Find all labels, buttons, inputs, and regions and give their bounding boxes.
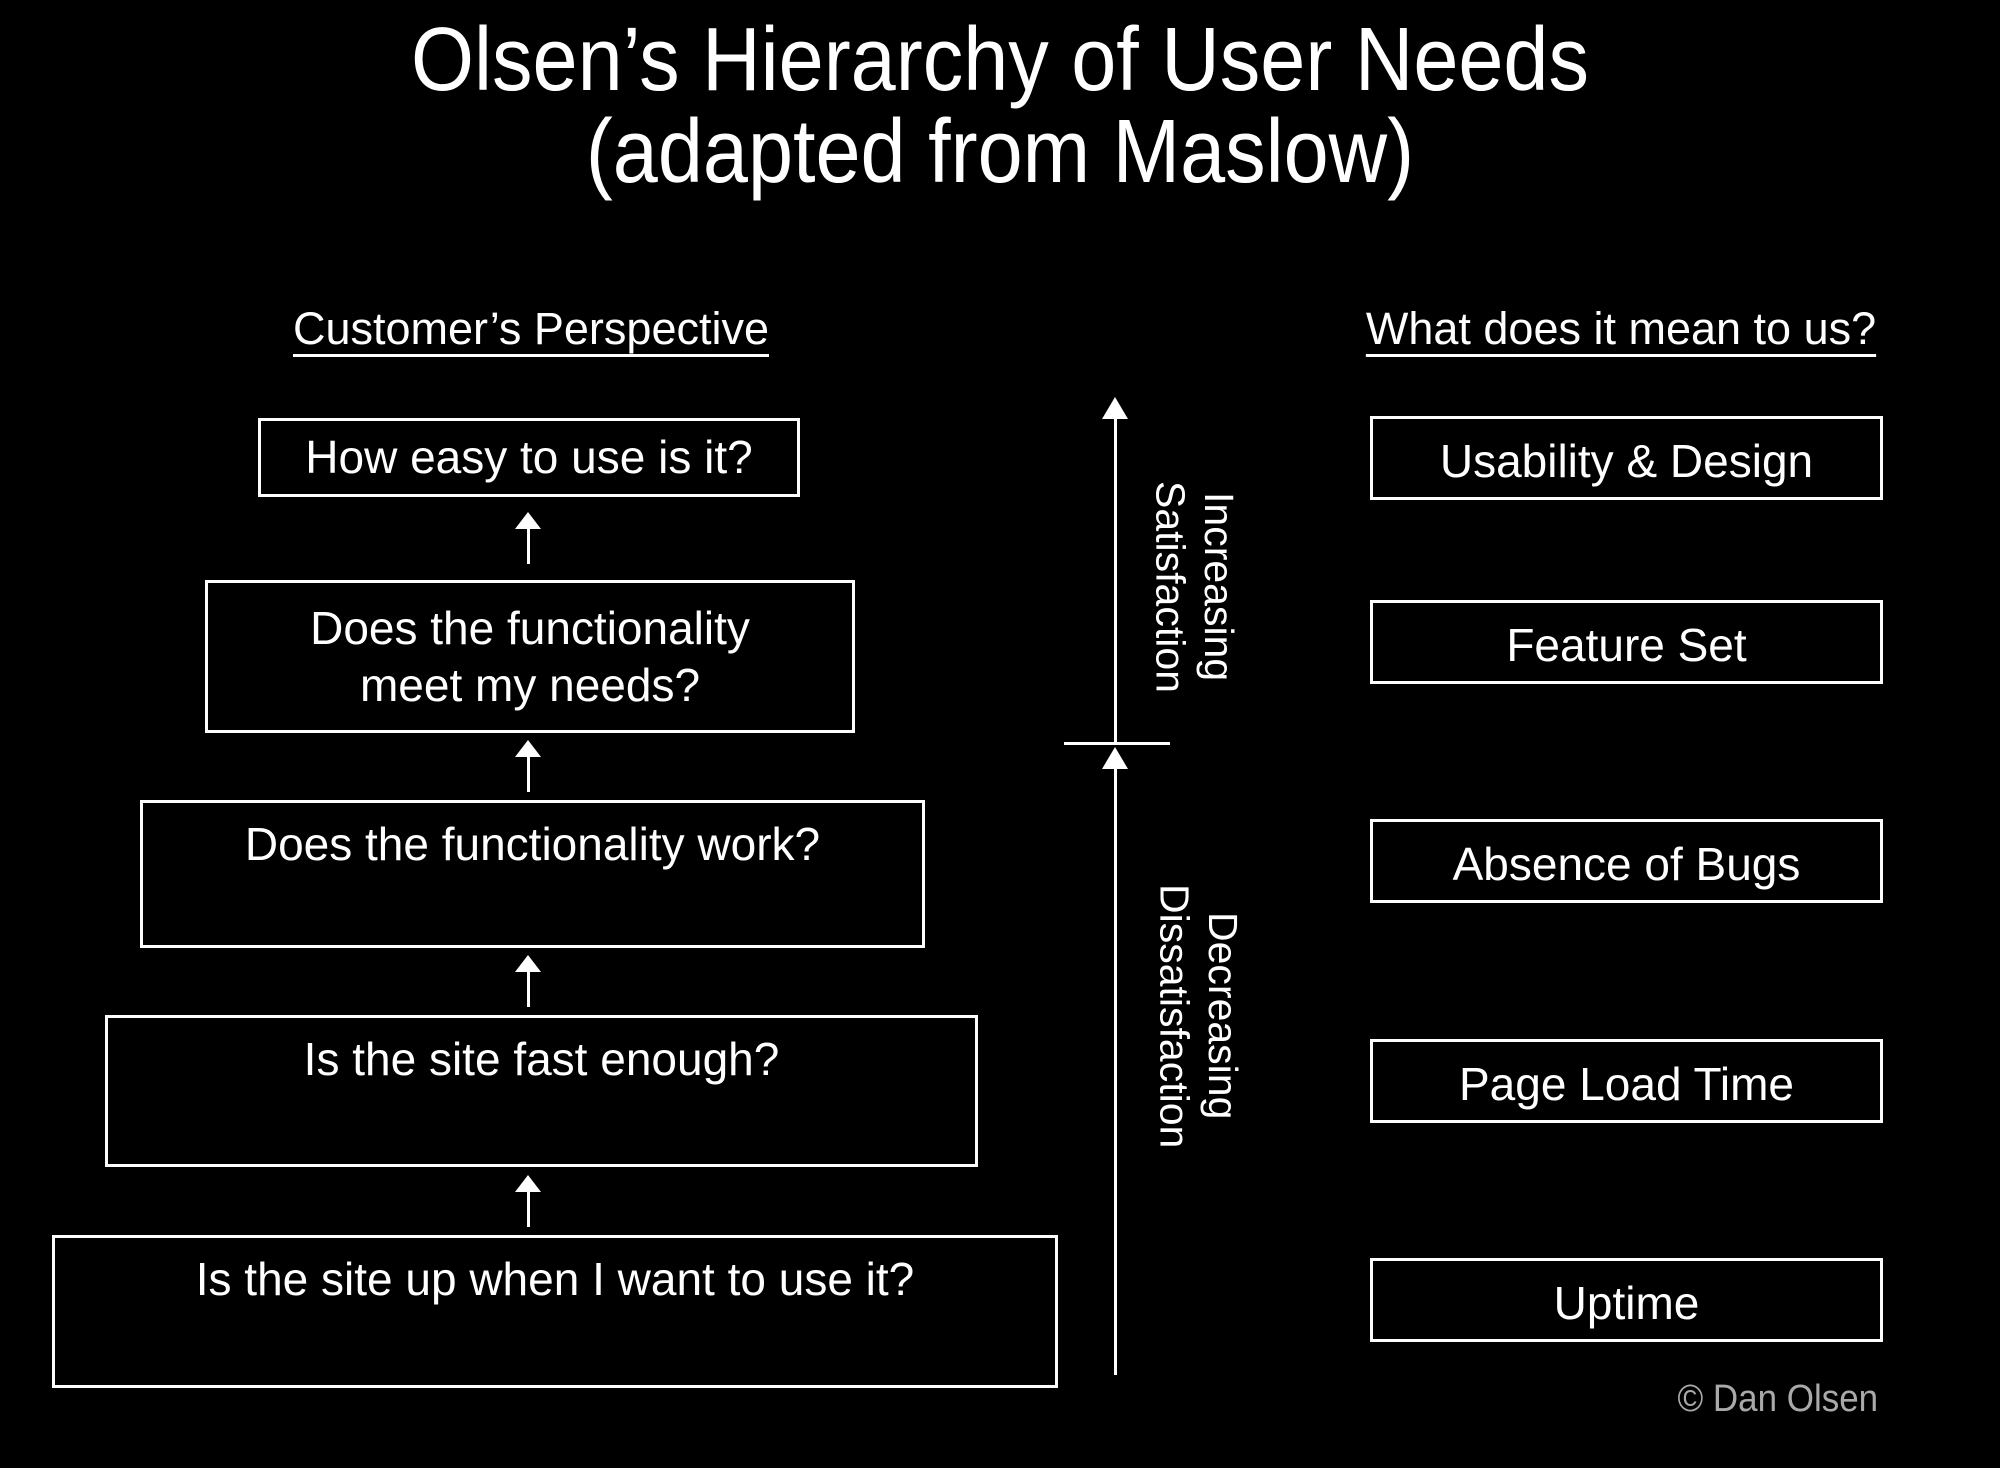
copyright-credit: © Dan Olsen: [1677, 1378, 1878, 1420]
arrowhead: [515, 955, 541, 972]
up-arrow-icon: [515, 740, 541, 792]
arrow-shaft: [526, 755, 530, 792]
page-title-line1: Olsen’s Hierarchy of User Needs: [411, 10, 1589, 110]
arrowhead: [515, 512, 541, 529]
meaning-box-page-load-time: Page Load Time: [1370, 1039, 1883, 1123]
arrow-shaft: [526, 970, 530, 1007]
question-box-site-speed: Is the site fast enough?: [105, 1015, 978, 1167]
axis-label-increasing-satisfaction: Increasing Satisfaction: [1147, 481, 1242, 693]
up-arrow-icon: [515, 512, 541, 564]
axis-label-decreasing-dissatisfaction: Decreasing Dissatisfaction: [1151, 883, 1246, 1149]
up-arrow-icon: [515, 955, 541, 1007]
up-arrow-icon: [515, 1175, 541, 1227]
question-box-ease-of-use: How easy to use is it?: [258, 418, 800, 497]
question-box-meets-needs: Does the functionality meet my needs?: [205, 580, 855, 733]
meaning-box-usability-design: Usability & Design: [1370, 416, 1883, 500]
axis-shaft-upper: [1114, 416, 1117, 745]
arrowhead: [515, 1175, 541, 1192]
meaning-box-absence-of-bugs: Absence of Bugs: [1370, 819, 1883, 903]
axis-divider-tick: [1064, 742, 1170, 745]
axis-arrowhead-top: [1102, 397, 1128, 419]
axis-arrowhead-middle: [1102, 747, 1128, 769]
meaning-box-feature-set: Feature Set: [1370, 600, 1883, 684]
arrow-shaft: [526, 527, 530, 564]
meaning-box-uptime: Uptime: [1370, 1258, 1883, 1342]
page-title-line2: (adapted from Maslow): [585, 102, 1415, 202]
axis-shaft-lower: [1114, 764, 1117, 1375]
right-column-header: What does it mean to us?: [1365, 303, 1877, 354]
question-box-site-uptime: Is the site up when I want to use it?: [52, 1235, 1058, 1388]
left-column-header: Customer’s Perspective: [292, 303, 769, 354]
arrow-shaft: [526, 1190, 530, 1227]
question-box-functionality-works: Does the functionality work?: [140, 800, 925, 948]
arrowhead: [515, 740, 541, 757]
